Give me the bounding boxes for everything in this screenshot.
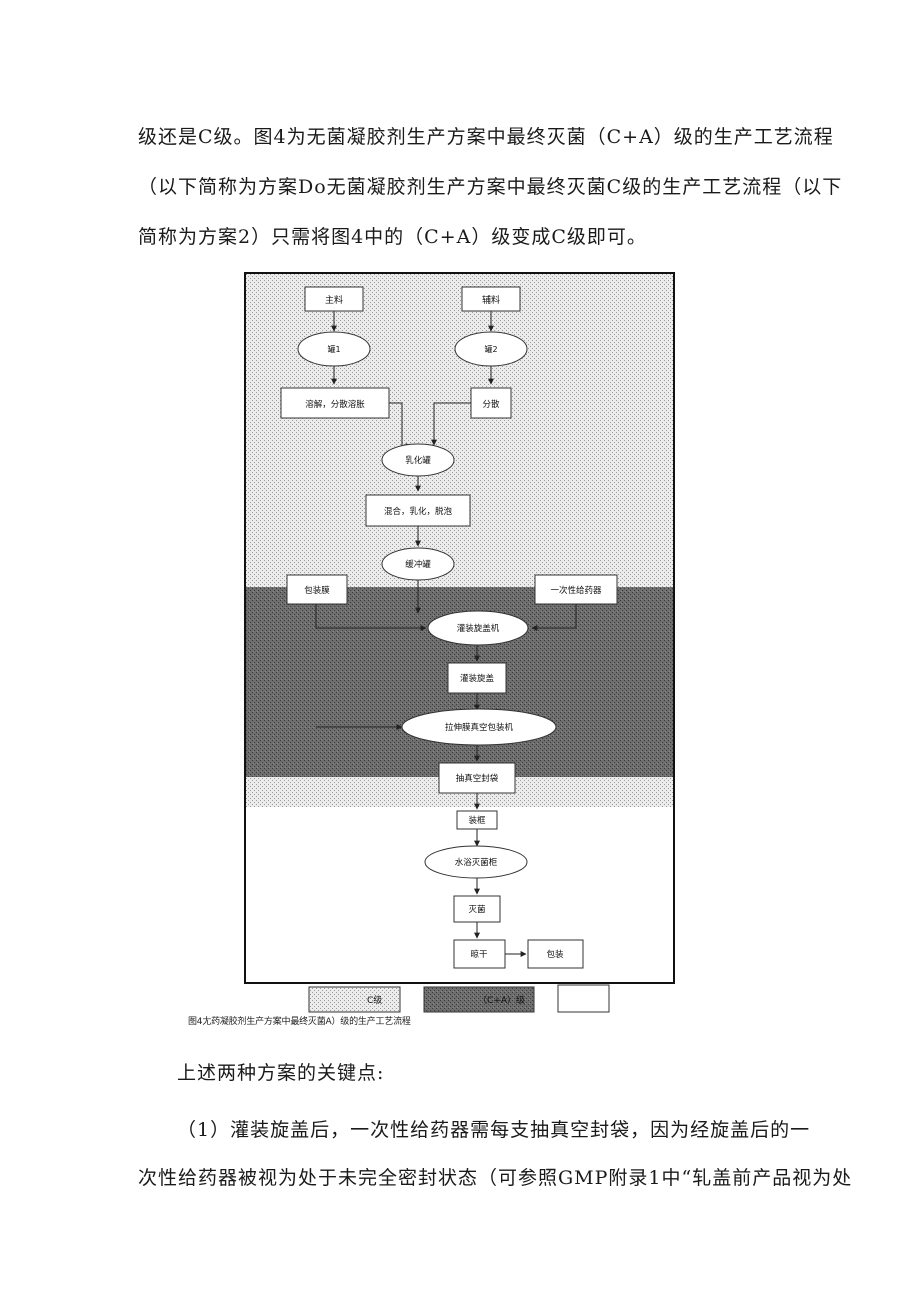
node-tank1-label: 罐1 bbox=[327, 344, 340, 354]
node-sterilizer-label: 水浴灭菌柜 bbox=[455, 857, 498, 868]
figure-caption: 图4尢药凝胶剂生产方案中最终灭菌A）级的生产工艺流程 bbox=[188, 1017, 411, 1027]
legend-white-swatch bbox=[557, 984, 610, 1013]
node-emulsify-tank-label: 乳化罐 bbox=[405, 455, 431, 466]
node-stretch-packer: 拉伸膜真空包装机 bbox=[401, 708, 557, 746]
node-mix-label: 混合，乳化，脱泡 bbox=[384, 506, 453, 517]
legend-c-label: C级 bbox=[367, 994, 382, 1006]
node-sterilize: 灭菌 bbox=[453, 895, 501, 923]
node-applicator-label: 一次性给药器 bbox=[550, 585, 602, 596]
node-packaging-film: 包装膜 bbox=[286, 574, 348, 605]
legend: C级 （C+A）级 bbox=[308, 984, 610, 1013]
node-mix: 混合，乳化，脱泡 bbox=[365, 494, 471, 527]
c-grade-zone-top bbox=[245, 273, 674, 587]
node-filling-machine-label: 灌装旋盖机 bbox=[457, 623, 500, 634]
figure-border bbox=[244, 272, 675, 984]
node-dissolve-label: 溶解，分散溶胀 bbox=[305, 399, 365, 410]
legend-ca-swatch bbox=[423, 986, 535, 1013]
paragraph-line: 级还是C级。图4为无菌凝胶剂生产方案中最终灭菌（C+A）级的生产工艺流程 bbox=[138, 126, 834, 148]
paragraph-line: （以下简称为方案Do无菌凝胶剂生产方案中最终灭菌C级的生产工艺流程（以下 bbox=[138, 176, 843, 198]
paragraph-line: 上述两种方案的关键点: bbox=[177, 1062, 385, 1084]
node-vacuum-seal: 抽真空封袋 bbox=[438, 762, 516, 794]
paragraph-line: （1）灌装旋盖后，一次性给药器需每支抽真空封袋，因为经旋盖后的一 bbox=[177, 1119, 811, 1141]
node-pack-label: 包装 bbox=[546, 949, 564, 960]
node-buffer-tank-label: 缓冲罐 bbox=[405, 559, 431, 570]
node-packaging-film-label: 包装膜 bbox=[304, 585, 330, 596]
node-tank2-label: 罐2 bbox=[484, 344, 497, 354]
node-pack: 包装 bbox=[527, 939, 584, 969]
node-disperse: 分散 bbox=[470, 387, 512, 419]
node-filling-label: 灌装旋盖 bbox=[460, 673, 495, 684]
node-tank1: 罐1 bbox=[297, 331, 371, 367]
node-auxiliary-material: 辅料 bbox=[461, 286, 521, 312]
paragraph-line: 次性给药器被视为处于未完全密封状态（可参照GMP附录1中“轧盖前产品视为处 bbox=[138, 1167, 853, 1189]
node-auxiliary-material-label: 辅料 bbox=[482, 294, 500, 306]
node-dissolve: 溶解，分散溶胀 bbox=[280, 387, 390, 419]
node-main-material-label: 主料 bbox=[325, 294, 343, 306]
node-frame: 装框 bbox=[456, 810, 498, 830]
paragraph-line: 简称为方案2）只需将图4中的（C+A）级变成C级即可。 bbox=[138, 226, 647, 248]
node-emulsify-tank: 乳化罐 bbox=[381, 443, 455, 477]
node-tank2: 罐2 bbox=[454, 331, 528, 367]
legend-ca-label: （C+A）级 bbox=[478, 994, 525, 1006]
legend-c-swatch bbox=[308, 986, 401, 1013]
node-sterilizer: 水浴灭菌柜 bbox=[424, 845, 528, 879]
node-frame-label: 装框 bbox=[468, 815, 486, 826]
node-stretch-packer-label: 拉伸膜真空包装机 bbox=[445, 722, 514, 733]
node-vacuum-seal-label: 抽真空封袋 bbox=[456, 773, 499, 784]
node-main-material: 主料 bbox=[304, 286, 364, 312]
node-filling: 灌装旋盖 bbox=[447, 662, 507, 694]
process-flow-figure: 主料 辅料 罐1 罐2 溶解，分散溶胀 分散 乳化罐 混合，乳化，脱泡 缓冲罐 … bbox=[244, 272, 675, 1013]
node-dry: 晾干 bbox=[453, 939, 506, 969]
node-buffer-tank: 缓冲罐 bbox=[381, 547, 455, 581]
node-sterilize-label: 灭菌 bbox=[468, 904, 485, 915]
node-applicator: 一次性给药器 bbox=[534, 574, 618, 605]
node-disperse-label: 分散 bbox=[482, 399, 500, 410]
node-filling-machine: 灌装旋盖机 bbox=[427, 610, 529, 646]
node-dry-label: 晾干 bbox=[470, 949, 488, 960]
